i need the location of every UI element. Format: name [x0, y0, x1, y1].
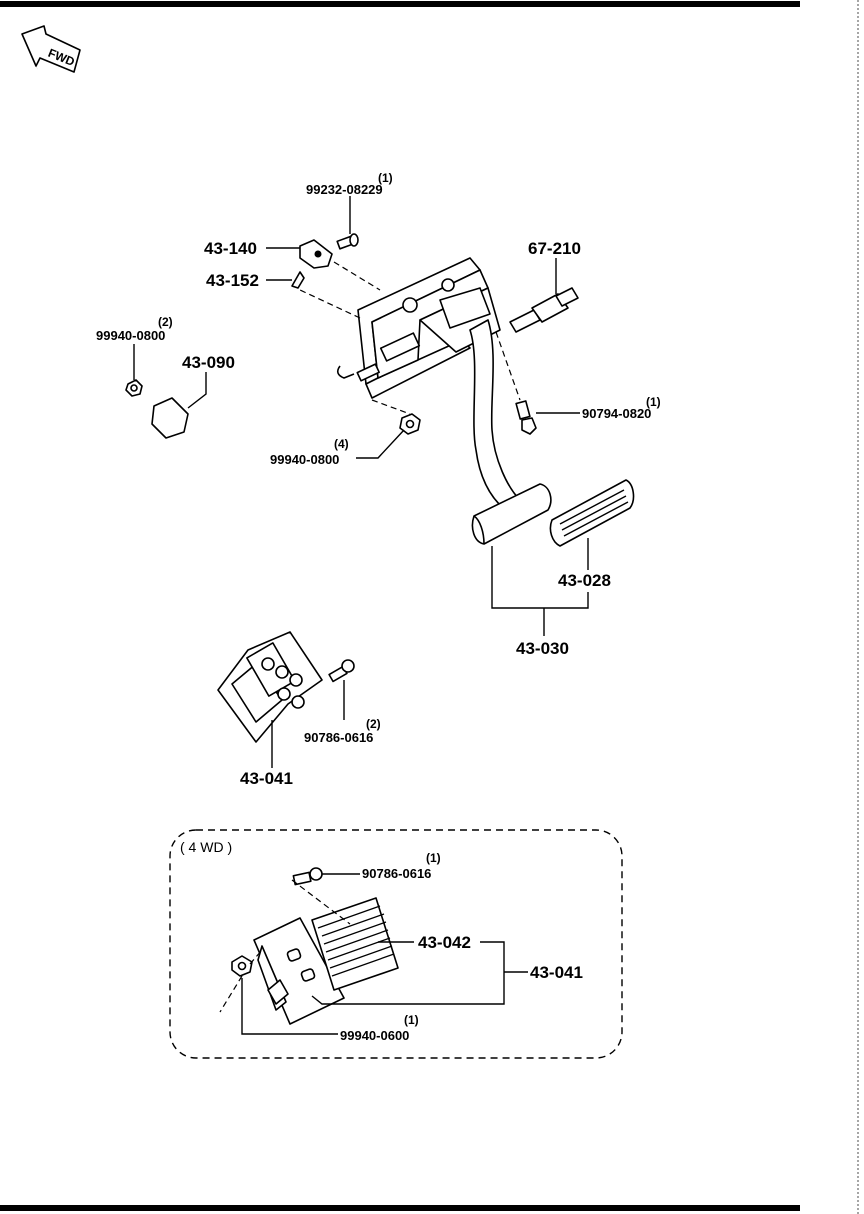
part-number-90786-0616-a: 90786-0616: [304, 730, 373, 745]
pedal-arm: [469, 319, 521, 513]
nut-99940-0800-a: [125, 379, 143, 397]
pad-43-042: [311, 897, 399, 991]
part-number-43-041-b: 43-041: [530, 963, 583, 982]
qty-90794: (1): [646, 395, 661, 409]
leader-line: [356, 429, 405, 459]
part-number-43-030: 43-030: [516, 639, 569, 658]
part-number-99940-0600: 99940-0600: [340, 1028, 409, 1043]
part-number-43-028: 43-028: [558, 571, 611, 590]
qty-99940-0600: (1): [404, 1013, 419, 1027]
guide-line: [249, 949, 263, 965]
pedal-pad-43-030: [471, 483, 552, 545]
pin-99232-08229: [336, 233, 359, 250]
leader-line: [187, 372, 207, 409]
plate-43-090: [151, 397, 189, 439]
leader-line: [311, 941, 505, 1005]
clip-43-140: [299, 239, 333, 269]
part-number-43-041-a: 43-041: [240, 769, 293, 788]
guide-line: [333, 261, 381, 291]
part-number-90786-0616-b: 90786-0616: [362, 866, 431, 881]
guide-line: [495, 331, 521, 401]
fwd-arrow-icon: FWD: [21, 25, 81, 73]
guide-line: [299, 289, 361, 319]
guide-line: [291, 879, 351, 925]
clip-43-152: [291, 271, 305, 289]
nut-99940-0800-b: [399, 413, 421, 435]
bolt-90786-0616-a: [328, 659, 355, 683]
switch-67-210: [509, 287, 579, 333]
bolt-90794-0820: [515, 400, 537, 435]
part-number-90794-0820: 90794-0820: [582, 406, 651, 421]
bracket-4wd: [253, 917, 345, 1025]
part-number-43-090: 43-090: [182, 353, 235, 372]
qty-90786-b: (1): [426, 851, 441, 865]
guide-line: [371, 399, 411, 415]
qty-99940-mid: (4): [334, 437, 349, 451]
part-number-99232-08229: 99232-08229: [306, 182, 383, 197]
qty-99940-top: (2): [158, 315, 173, 329]
four-wd-title: ( 4 WD ): [180, 839, 232, 855]
part-number-99940-0800-b: 99940-0800: [270, 452, 339, 467]
part-number-67-210: 67-210: [528, 239, 581, 258]
leader-line: [491, 546, 589, 609]
part-number-43-140: 43-140: [204, 239, 257, 258]
qty-90786-a: (2): [366, 717, 381, 731]
pedal-pad-cover-43-028: [549, 479, 635, 547]
part-number-99940-0800-a: 99940-0800: [96, 328, 165, 343]
bolt-90786-0616-b: [292, 867, 323, 886]
leader-line: [241, 978, 338, 1035]
part-number-43-152: 43-152: [206, 271, 259, 290]
nut-99940-0600: [231, 955, 253, 977]
part-number-43-042: 43-042: [418, 933, 471, 952]
qty-99232: (1): [378, 171, 393, 185]
four-wd-box: [169, 829, 623, 1059]
guide-line: [219, 975, 243, 1013]
pad-bracket-43-041: [217, 631, 323, 743]
